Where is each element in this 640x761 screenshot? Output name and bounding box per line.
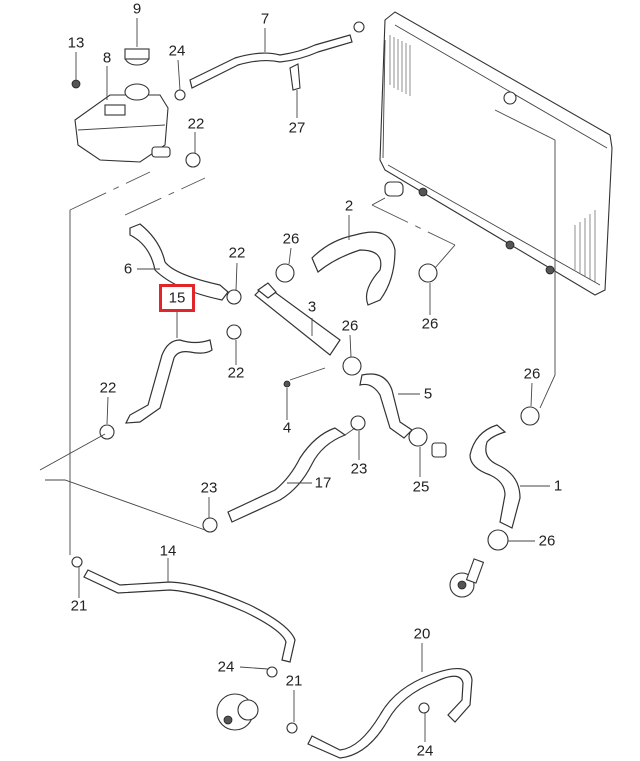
hose-15 bbox=[124, 339, 213, 424]
coolant-reservoir bbox=[71, 48, 171, 163]
callout-21[interactable]: 21 bbox=[285, 672, 303, 690]
callout-26[interactable]: 26 bbox=[538, 532, 556, 550]
throttle-body bbox=[216, 693, 259, 731]
leader-lines bbox=[75, 18, 550, 742]
callout-5[interactable]: 5 bbox=[423, 385, 433, 403]
nut bbox=[71, 79, 81, 89]
callout-17[interactable]: 17 bbox=[314, 474, 332, 492]
callout-22[interactable]: 22 bbox=[99, 379, 117, 397]
callout-27[interactable]: 27 bbox=[288, 119, 306, 137]
callout-9[interactable]: 9 bbox=[132, 0, 142, 18]
callout-23[interactable]: 23 bbox=[350, 460, 368, 478]
callout-1[interactable]: 1 bbox=[553, 477, 563, 495]
callout-22[interactable]: 22 bbox=[227, 364, 245, 382]
thermostat-housing bbox=[449, 558, 485, 598]
callout-26[interactable]: 26 bbox=[282, 230, 300, 248]
radiator bbox=[379, 11, 613, 296]
clamps bbox=[71, 21, 540, 734]
callout-2[interactable]: 2 bbox=[344, 197, 354, 215]
callout-26[interactable]: 26 bbox=[341, 317, 359, 335]
hose-5 bbox=[359, 373, 413, 439]
callout-22[interactable]: 22 bbox=[228, 244, 246, 262]
callout-24[interactable]: 24 bbox=[168, 42, 186, 60]
callout-6[interactable]: 6 bbox=[123, 260, 133, 278]
hose-14 bbox=[83, 569, 296, 663]
callout-21[interactable]: 21 bbox=[70, 597, 88, 615]
callout-26[interactable]: 26 bbox=[421, 315, 439, 333]
callout-20[interactable]: 20 bbox=[413, 625, 431, 643]
callout-25[interactable]: 25 bbox=[412, 478, 430, 496]
callout-8[interactable]: 8 bbox=[102, 49, 112, 67]
callout-24[interactable]: 24 bbox=[217, 658, 235, 676]
highlight-box-15 bbox=[159, 284, 195, 312]
hose-20 bbox=[307, 668, 473, 759]
callout-4[interactable]: 4 bbox=[282, 419, 292, 437]
callout-3[interactable]: 3 bbox=[307, 298, 317, 316]
callout-22[interactable]: 22 bbox=[187, 115, 205, 133]
callout-13[interactable]: 13 bbox=[67, 34, 85, 52]
hose-6 bbox=[129, 223, 229, 301]
bracket-27 bbox=[289, 63, 301, 91]
callout-14[interactable]: 14 bbox=[159, 542, 177, 560]
callout-15-highlighted[interactable]: 15 bbox=[168, 289, 186, 307]
hose-1 bbox=[469, 424, 521, 529]
callout-26[interactable]: 26 bbox=[523, 365, 541, 383]
callout-7[interactable]: 7 bbox=[260, 10, 270, 28]
callout-24[interactable]: 24 bbox=[416, 742, 434, 760]
callout-23[interactable]: 23 bbox=[200, 479, 218, 497]
hose-2 bbox=[311, 231, 396, 306]
hose-7 bbox=[189, 34, 353, 89]
